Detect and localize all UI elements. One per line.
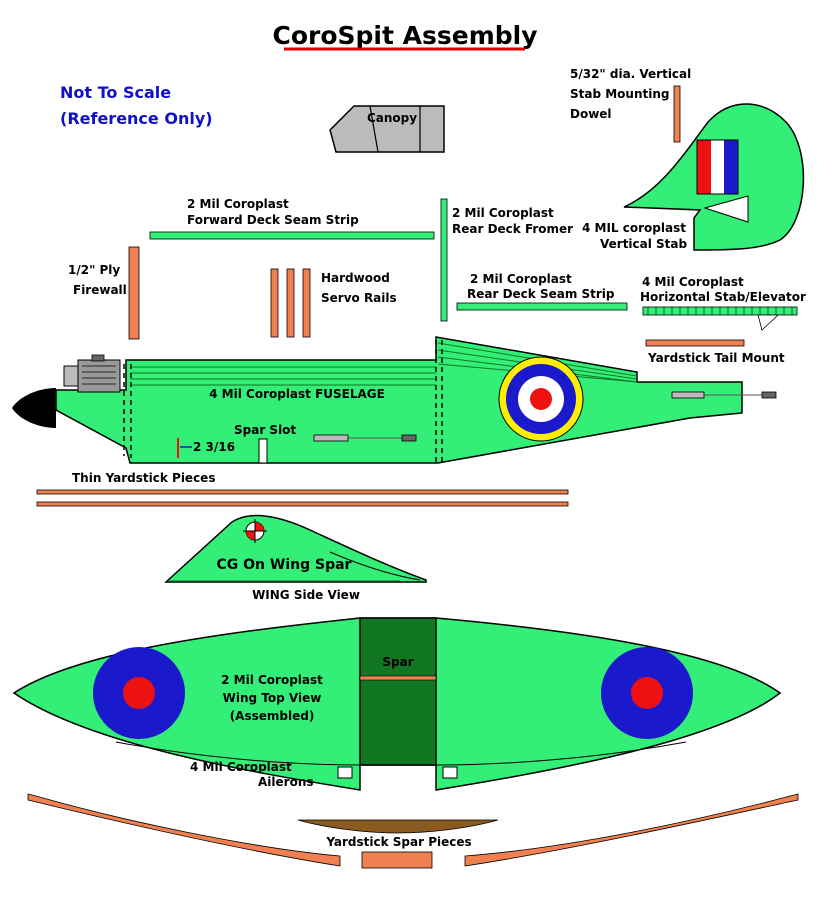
wing-side-view bbox=[164, 514, 427, 583]
servo-rails bbox=[270, 268, 311, 338]
rear-deck-former bbox=[440, 198, 448, 322]
wing-spar-label: Spar bbox=[382, 655, 413, 669]
rear-deck-seam-strip bbox=[456, 302, 628, 311]
ailerons-label-line1: 4 Mil Coroplast bbox=[190, 760, 292, 774]
wing-top-label-line1: 2 Mil Coroplast bbox=[221, 673, 323, 687]
diagram-title: CoroSpit Assembly bbox=[272, 21, 537, 50]
rear-former-label-line2: Rear Deck Fromer bbox=[452, 222, 573, 236]
dowel-label-line1: 5/32" dia. Vertical bbox=[570, 67, 691, 81]
rear-strip-label-line2: Rear Deck Seam Strip bbox=[467, 287, 615, 301]
vertical-stab-dowel bbox=[673, 85, 681, 143]
spar-pieces-label: Yardstick Spar Pieces bbox=[325, 835, 471, 849]
thin-yardstick-pieces bbox=[36, 489, 569, 507]
forward-deck-seam-strip bbox=[149, 231, 435, 240]
spar-dim-label: 2 3/16 bbox=[193, 440, 235, 454]
ailerons-label-line2: Ailerons bbox=[258, 775, 314, 789]
vertical-stab-part bbox=[623, 103, 805, 251]
cg-label: CG On Wing Spar bbox=[217, 557, 352, 573]
yardstick-spar-pieces bbox=[27, 793, 799, 869]
wing-top-label-line2: Wing Top View bbox=[223, 691, 322, 705]
tail-mount-label: Yardstick Tail Mount bbox=[647, 351, 785, 365]
fuselage-roundel bbox=[498, 356, 584, 442]
dowel-label-line2: Stab Mounting bbox=[570, 87, 670, 101]
servo-rails-label-line1: Hardwood bbox=[321, 271, 390, 285]
firewall-label-line2: Firewall bbox=[73, 283, 127, 297]
spar-slot-label: Spar Slot bbox=[234, 423, 296, 437]
hstab-label-line1: 4 Mil Coroplast bbox=[642, 275, 744, 289]
fwd-strip-label-line2: Forward Deck Seam Strip bbox=[187, 213, 359, 227]
vstab-label-line2: Vertical Stab bbox=[600, 237, 688, 251]
yardstick-tail-mount bbox=[645, 339, 745, 347]
dowel-label-line3: Dowel bbox=[570, 107, 612, 121]
wing-spar bbox=[359, 617, 437, 766]
scale-note-line1: Not To Scale bbox=[60, 83, 171, 102]
wing-side-label: WING Side View bbox=[252, 588, 360, 602]
scale-note-line2: (Reference Only) bbox=[60, 109, 213, 128]
firewall-label-line1: 1/2" Ply bbox=[68, 263, 120, 277]
wing-top-label-line3: (Assembled) bbox=[230, 709, 315, 723]
canopy-label: Canopy bbox=[367, 111, 417, 125]
spinner bbox=[12, 388, 56, 428]
thin-yardstick-label: Thin Yardstick Pieces bbox=[72, 471, 215, 485]
rear-strip-label-line1: 2 Mil Coroplast bbox=[470, 272, 572, 286]
canopy-part: Canopy bbox=[329, 105, 445, 153]
wing-roundel-left bbox=[93, 647, 185, 739]
wing-top-view bbox=[12, 617, 782, 791]
vstab-label-line1: 4 MIL coroplast bbox=[582, 221, 686, 235]
horizontal-stab-elevator bbox=[642, 306, 798, 331]
rear-former-label-line1: 2 Mil Coroplast bbox=[452, 206, 554, 220]
motor bbox=[63, 354, 121, 393]
fuselage-label: 4 Mil Coroplast FUSELAGE bbox=[209, 387, 385, 401]
fwd-strip-label-line1: 2 Mil Coroplast bbox=[187, 197, 289, 211]
hstab-label-line2: Horizontal Stab/Elevator bbox=[640, 290, 806, 304]
wing-roundel-right bbox=[601, 647, 693, 739]
ply-firewall bbox=[128, 246, 140, 340]
servo-rails-label-line2: Servo Rails bbox=[321, 291, 397, 305]
